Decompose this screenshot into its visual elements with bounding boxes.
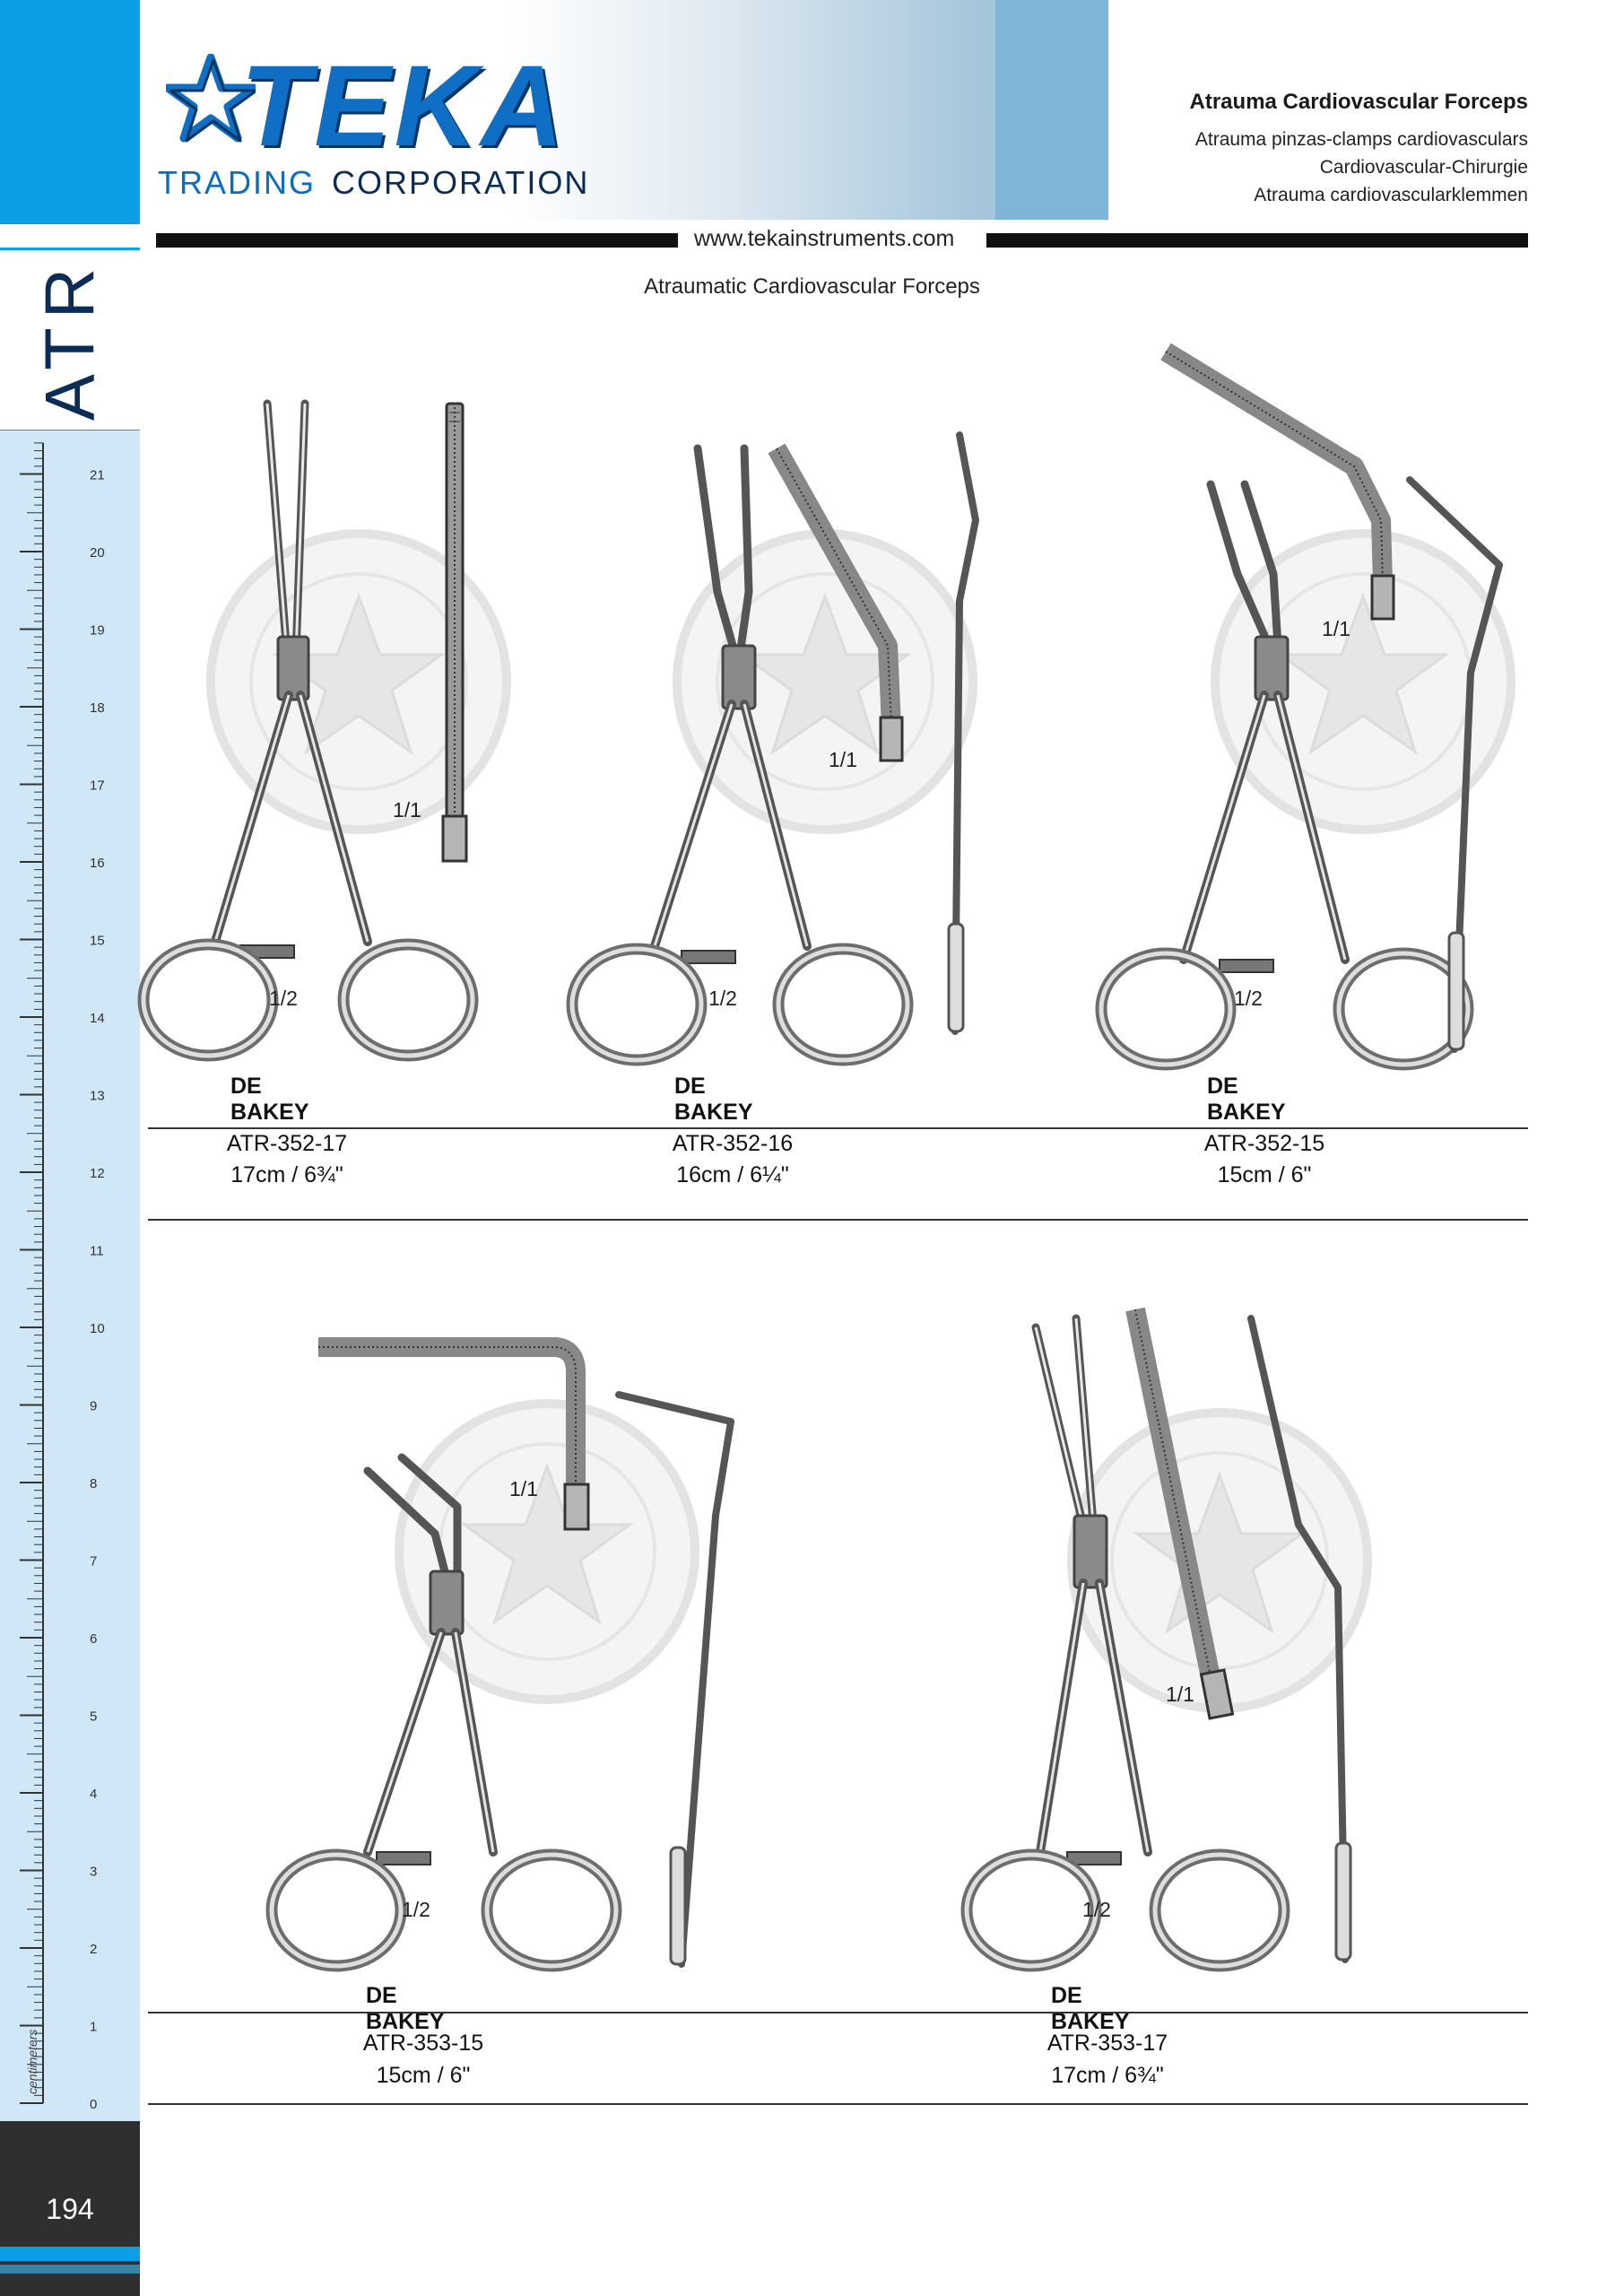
product-size: 16cm / 6¼"	[676, 1162, 789, 1187]
star-logo-icon	[166, 54, 256, 143]
row1-top-rule	[148, 1127, 1528, 1129]
page-stripe-secondary	[0, 2265, 140, 2274]
section-tab: ATR	[0, 248, 140, 432]
scale-label-whole: 1/2	[402, 1898, 430, 1921]
forceps-illustration-5	[951, 1307, 1435, 1991]
ruler-label: 20	[90, 545, 105, 561]
title-translation-es: Atrauma pinzas-clamps cardiovasculars	[1194, 129, 1528, 150]
ruler-label: 3	[90, 1865, 97, 1880]
logo-tagline-trading: TRADING	[158, 164, 316, 201]
ruler-label: 0	[90, 2097, 97, 2112]
header-accent-band	[995, 0, 1108, 220]
ruler-label: 13	[90, 1089, 105, 1104]
ruler-label: 15	[90, 934, 105, 949]
forceps-illustration-2	[565, 431, 979, 1076]
title-translation-de: Cardiovascular-Chirurgie	[1319, 157, 1528, 178]
forceps-illustration-1	[135, 399, 511, 1076]
scale-label-detail: 1/1	[393, 798, 421, 822]
website-url: www.tekainstruments.com	[694, 226, 955, 251]
ruler-label: 12	[90, 1166, 105, 1181]
scale-label-whole: 1/2	[269, 987, 298, 1010]
url-bar-left	[156, 233, 678, 248]
logo-wordmark: TEKA	[240, 42, 568, 170]
ruler-label: 11	[90, 1244, 104, 1259]
page-title: Atrauma Cardiovascular Forceps	[1189, 90, 1528, 114]
forceps-illustration-3	[1094, 343, 1533, 1076]
ruler-label: 17	[90, 778, 105, 794]
product-brand: DE BAKEY	[1051, 1983, 1130, 2034]
scale-label-detail: 1/1	[509, 1477, 538, 1500]
header-gradient	[140, 0, 1108, 220]
sidebar-brand-strip	[0, 0, 140, 224]
header-title-area	[1108, 0, 1624, 220]
scale-label-detail: 1/1	[1166, 1683, 1194, 1706]
scale-label-detail: 1/1	[1322, 617, 1350, 640]
header-title-block: Atrauma Cardiovascular Forceps Atrauma p…	[1190, 90, 1528, 209]
product-brand: DE BAKEY	[366, 1983, 445, 2034]
product-size: 17cm / 6¾"	[1051, 2063, 1164, 2088]
ruler-label: 10	[90, 1321, 105, 1336]
scale-label-detail: 1/1	[829, 748, 857, 771]
ruler-label: 7	[90, 1554, 97, 1570]
url-bar-right	[986, 233, 1528, 248]
ruler-label: 19	[90, 623, 105, 639]
scale-label-whole: 1/2	[1082, 1898, 1111, 1921]
ruler-label: 21	[90, 468, 105, 483]
ruler-unit-label: centimeters	[25, 2029, 39, 2094]
scale-label-whole: 1/2	[1234, 987, 1263, 1010]
catalog-heading: Atraumatic Cardiovascular Forceps	[644, 274, 980, 299]
ruler-label: 16	[90, 856, 105, 871]
product-code: ATR-352-17	[226, 1131, 348, 1156]
product-size: 15cm / 6"	[376, 2063, 471, 2088]
ruler-label: 9	[90, 1399, 97, 1414]
ruler-label: 8	[90, 1476, 97, 1492]
product-code: ATR-352-16	[672, 1131, 794, 1156]
ruler-label: 1	[90, 2020, 97, 2035]
ruler-label: 2	[90, 1942, 97, 1957]
page-stripe	[0, 2247, 140, 2261]
scale-label-whole: 1/2	[708, 987, 737, 1010]
title-translation-nl: Atrauma cardiovascularklemmen	[1254, 185, 1528, 205]
ruler-label: 14	[90, 1011, 105, 1026]
product-brand: DE BAKEY	[230, 1074, 309, 1125]
ruler-label: 4	[90, 1787, 97, 1802]
row2-bottom-rule	[148, 2103, 1528, 2105]
product-size: 17cm / 6¾"	[230, 1162, 343, 1187]
product-code: ATR-353-17	[1046, 2031, 1168, 2056]
row2-top-rule	[148, 2012, 1528, 2013]
product-brand: DE BAKEY	[1207, 1074, 1286, 1125]
page-number: 194	[46, 2193, 94, 2225]
product-brand: DE BAKEY	[674, 1074, 753, 1125]
row1-bottom-rule	[148, 1219, 1528, 1221]
ruler-label: 5	[90, 1709, 97, 1725]
logo-tagline-corporation: CORPORATION	[332, 164, 590, 201]
product-code: ATR-352-15	[1203, 1131, 1325, 1156]
sidebar-gap	[0, 224, 140, 248]
product-size: 15cm / 6"	[1217, 1162, 1312, 1187]
page-number-box: 194	[0, 2121, 140, 2296]
ruler-label: 6	[90, 1631, 97, 1647]
product-code: ATR-353-15	[362, 2031, 484, 2056]
forceps-illustration-4	[242, 1337, 734, 1991]
ruler-label: 18	[90, 700, 105, 716]
